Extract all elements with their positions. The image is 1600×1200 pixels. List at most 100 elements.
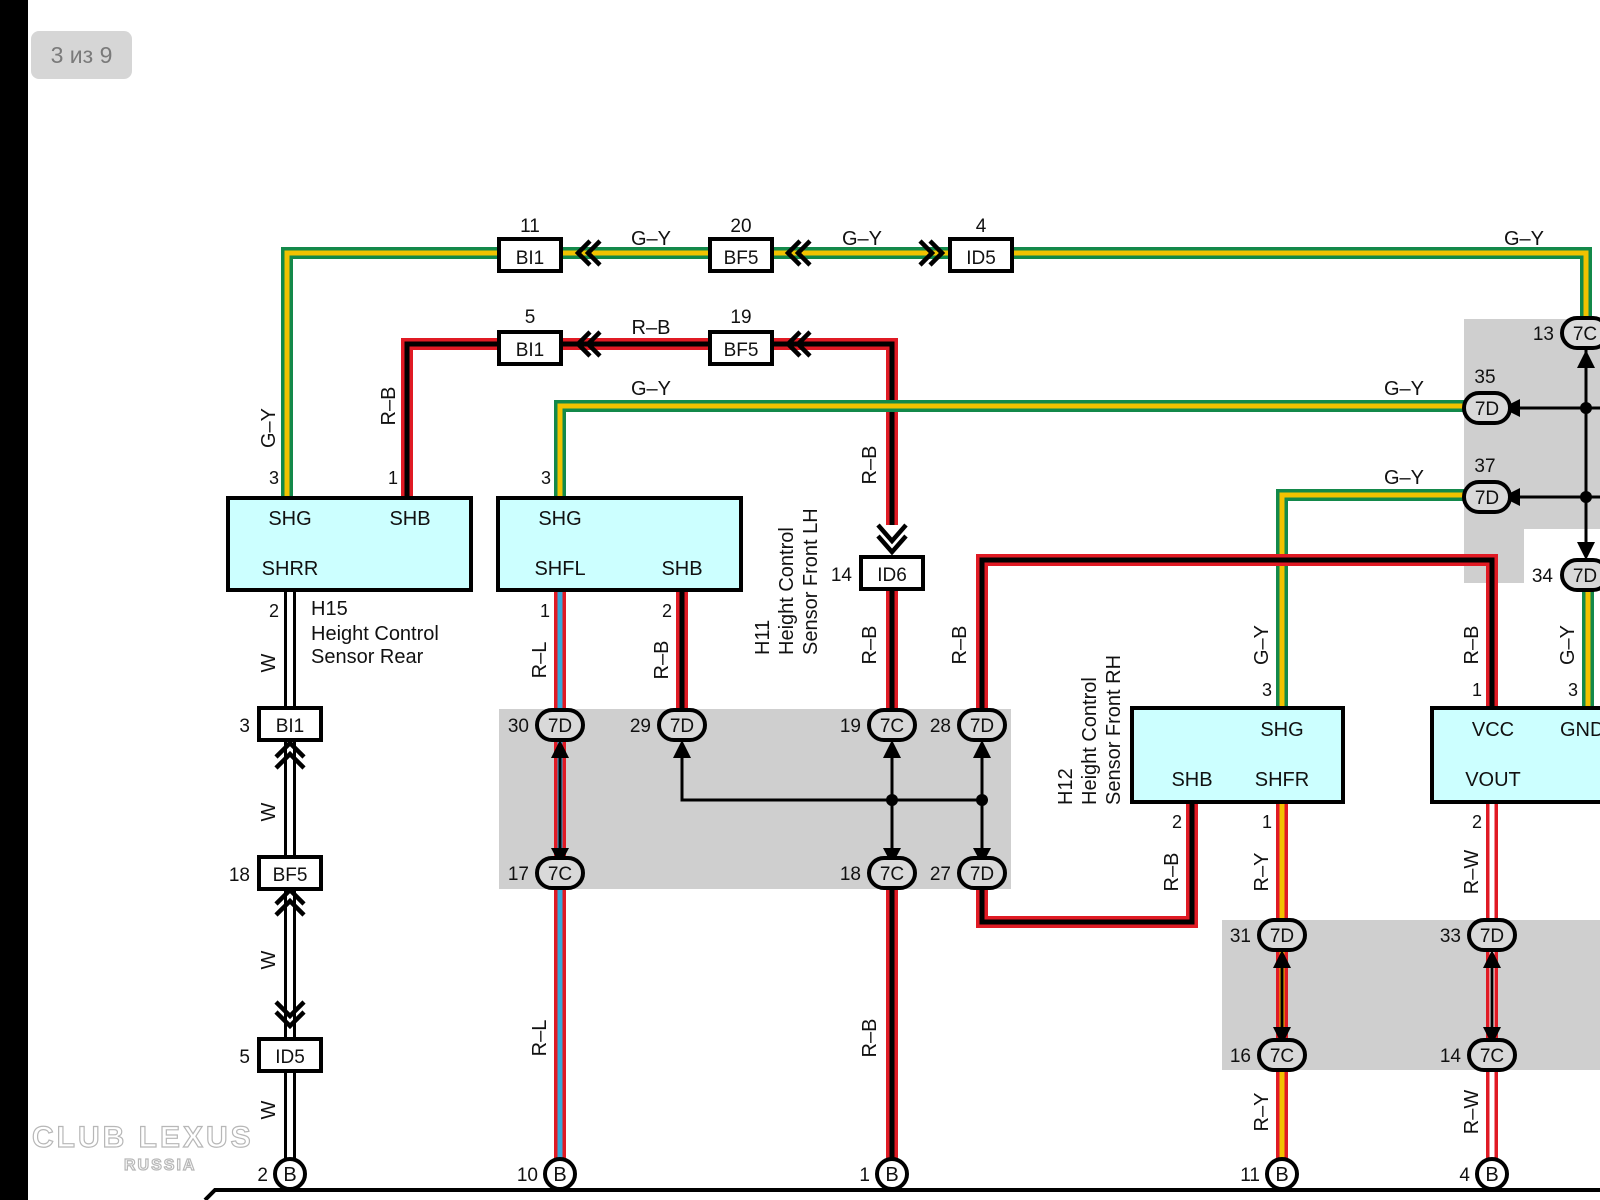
- svg-text:29: 29: [630, 716, 651, 737]
- svg-text:1: 1: [859, 1165, 870, 1186]
- svg-text:30: 30: [508, 716, 529, 737]
- svg-text:4: 4: [976, 216, 987, 237]
- svg-text:SHG: SHG: [268, 508, 311, 530]
- svg-text:18: 18: [229, 865, 250, 886]
- svg-text:34: 34: [1532, 566, 1554, 587]
- svg-text:G–Y: G–Y: [842, 228, 882, 250]
- svg-text:BI1: BI1: [516, 248, 545, 269]
- svg-text:R–B: R–B: [859, 626, 881, 665]
- svg-text:SHRR: SHRR: [262, 558, 319, 580]
- svg-text:11: 11: [1240, 1165, 1260, 1186]
- svg-text:1: 1: [540, 601, 550, 621]
- connector-bi1-left: BI1 3: [239, 706, 323, 742]
- right-sensor-box: VCC GND VOUT 1 3 2: [1430, 680, 1600, 832]
- svg-text:7D: 7D: [1475, 399, 1499, 420]
- svg-text:19: 19: [730, 307, 751, 328]
- svg-text:1: 1: [1472, 680, 1482, 700]
- bottom-connector-4: B 4: [1459, 1157, 1509, 1191]
- svg-text:BF5: BF5: [724, 248, 759, 269]
- svg-text:14: 14: [1440, 1046, 1462, 1067]
- connector-id5-left: ID5 5: [239, 1037, 323, 1073]
- svg-text:Height Control: Height Control: [776, 527, 798, 655]
- svg-text:B: B: [885, 1164, 898, 1186]
- svg-text:R–Y: R–Y: [1251, 853, 1273, 892]
- svg-text:B: B: [553, 1164, 566, 1186]
- svg-text:2: 2: [662, 601, 672, 621]
- connector-bf5-left: BF5 18: [229, 855, 323, 891]
- svg-text:R–B: R–B: [632, 317, 671, 339]
- svg-text:B: B: [283, 1164, 296, 1186]
- connector-id6: ID6 14: [831, 555, 925, 591]
- svg-text:R–Y: R–Y: [1251, 1093, 1273, 1132]
- svg-text:5: 5: [239, 1047, 250, 1068]
- svg-text:R–B: R–B: [378, 387, 400, 426]
- svg-text:G–Y: G–Y: [1504, 228, 1544, 250]
- svg-text:7D: 7D: [670, 716, 694, 737]
- svg-text:16: 16: [1230, 1046, 1251, 1067]
- svg-text:1: 1: [388, 468, 398, 488]
- svg-text:Sensor Front LH: Sensor Front LH: [800, 508, 822, 655]
- svg-text:G–Y: G–Y: [1251, 625, 1273, 665]
- svg-text:SHB: SHB: [389, 508, 430, 530]
- connector-bi1-top: BI1 11: [497, 216, 563, 273]
- svg-text:3: 3: [269, 468, 279, 488]
- svg-text:14: 14: [831, 565, 853, 586]
- svg-text:CLUB LEXUS: CLUB LEXUS: [32, 1121, 254, 1154]
- svg-text:VCC: VCC: [1472, 719, 1514, 741]
- junction-7c-16: 7C 16: [1230, 1038, 1307, 1072]
- h12-sensor-front-rh: SHG SHB SHFR 3 2 1 H12 Height Control Se…: [1055, 655, 1345, 832]
- svg-text:R–W: R–W: [1461, 850, 1483, 895]
- svg-text:3: 3: [1262, 680, 1272, 700]
- svg-text:27: 27: [930, 864, 951, 885]
- junction-7d-35: 7D 35: [1462, 367, 1512, 425]
- h11-sensor-front-lh: SHG SHFL SHB 3 1 2 H11 Height Control Se…: [496, 468, 822, 655]
- junction-block-top-right: [1464, 319, 1600, 583]
- svg-text:3: 3: [541, 468, 551, 488]
- junction-7d-33: 7D 33: [1440, 918, 1517, 952]
- svg-text:7D: 7D: [1480, 926, 1504, 947]
- svg-text:2: 2: [1472, 812, 1482, 832]
- svg-text:Height Control: Height Control: [1079, 677, 1101, 805]
- svg-text:H11: H11: [752, 620, 774, 655]
- svg-text:BF5: BF5: [724, 340, 759, 361]
- wire-rb-vcc: [976, 554, 1498, 710]
- svg-text:7D: 7D: [1573, 566, 1597, 587]
- connector-chevrons: [274, 239, 946, 1030]
- connector-bi1-mid: BI1 5: [497, 307, 563, 366]
- junction-7c-17: 7C 17: [508, 856, 585, 890]
- wire-labels-vertical: G–Y R–B R–B W W W W R–L R–L R–B R–B R–B …: [258, 387, 1579, 1135]
- svg-text:W: W: [258, 1100, 280, 1119]
- connector-bf5-mid: BF5 19: [708, 307, 774, 366]
- svg-text:7C: 7C: [880, 864, 904, 885]
- svg-text:R–B: R–B: [859, 1019, 881, 1058]
- svg-text:B: B: [1275, 1164, 1288, 1186]
- svg-text:H15: H15: [311, 598, 348, 620]
- svg-text:1: 1: [1262, 812, 1272, 832]
- wire-gy-top: [281, 247, 1592, 498]
- svg-text:Sensor Front RH: Sensor Front RH: [1103, 655, 1125, 805]
- svg-text:11: 11: [520, 216, 540, 237]
- svg-text:31: 31: [1230, 926, 1251, 947]
- junction-dots: [886, 402, 1592, 806]
- junction-7c-19: 7C 19: [840, 708, 917, 742]
- junction-7d-31: 7D 31: [1230, 918, 1307, 952]
- junction-7d-28: 7D 28: [930, 708, 1007, 742]
- svg-text:ID5: ID5: [275, 1047, 305, 1068]
- wire-rb-top: [401, 338, 898, 525]
- svg-text:G–Y: G–Y: [1384, 467, 1424, 489]
- svg-text:SHFL: SHFL: [534, 558, 585, 580]
- svg-text:7C: 7C: [1270, 1046, 1294, 1067]
- junction-7c-13: 7C 13: [1533, 316, 1600, 350]
- svg-text:SHB: SHB: [661, 558, 702, 580]
- bottom-connector-1: B 1: [859, 1157, 909, 1191]
- svg-text:R–B: R–B: [651, 641, 673, 680]
- svg-text:BI1: BI1: [276, 716, 305, 737]
- junction-7d-37: 7D 37: [1462, 456, 1512, 514]
- svg-text:BF5: BF5: [273, 865, 308, 886]
- svg-text:SHB: SHB: [1171, 769, 1212, 791]
- svg-text:7D: 7D: [1475, 488, 1499, 509]
- svg-text:ID5: ID5: [966, 248, 996, 269]
- bottom-connector-11: B 11: [1240, 1157, 1299, 1191]
- svg-text:7D: 7D: [548, 716, 572, 737]
